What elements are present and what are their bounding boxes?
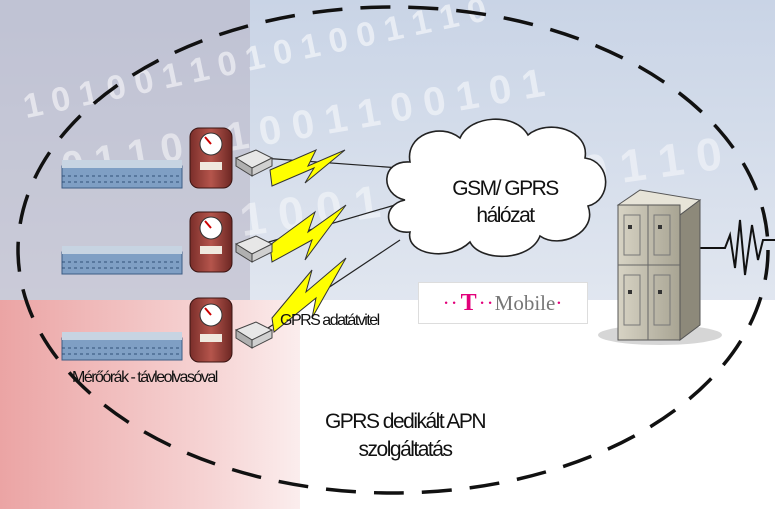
apn-boundary (16, 5, 770, 495)
link-line-1 (261, 157, 401, 169)
cloud-icon (386, 118, 607, 258)
meters-label: Mérőórák - távleolvasóval (72, 369, 218, 386)
service-label: GPRS dedikált APN szolgáltatás (270, 408, 540, 464)
modem-icon (234, 235, 274, 263)
meter-icon (189, 297, 233, 363)
meter-station-1 (61, 127, 274, 189)
building-icon (61, 332, 183, 361)
link-label: GPRS adatátvitel (280, 312, 380, 329)
meter-icon (189, 127, 233, 189)
lightning-icon (271, 257, 347, 333)
service-label-line-1: GPRS dedikált APN (324, 410, 487, 433)
logo-dots-mid: ·· (478, 290, 495, 315)
operator-logo: ·· T ·· Mobile · (418, 282, 588, 324)
modem-icon (234, 321, 274, 349)
logo-dot-right: · (555, 290, 564, 315)
logo-dots-left: ·· (442, 290, 459, 315)
lightning-icon (269, 204, 347, 263)
meter-station-2 (61, 211, 274, 275)
logo-name: Mobile (494, 290, 556, 315)
server-icon (598, 189, 722, 345)
lightning-icon (269, 148, 346, 187)
meter-icon (189, 211, 233, 273)
modem-icon (234, 149, 274, 177)
logo-t: T (460, 289, 477, 316)
building-icon (61, 160, 183, 189)
building-icon (61, 246, 183, 275)
cloud-label-line-1: GSM/ GPRS (452, 177, 559, 200)
cloud-label-line-2: hálózat (476, 204, 535, 227)
signal-line (700, 219, 775, 276)
cloud-label: GSM/ GPRS hálózat (430, 175, 580, 229)
meter-station-3 (61, 297, 274, 363)
service-label-line-2: szolgáltatás (358, 438, 453, 461)
